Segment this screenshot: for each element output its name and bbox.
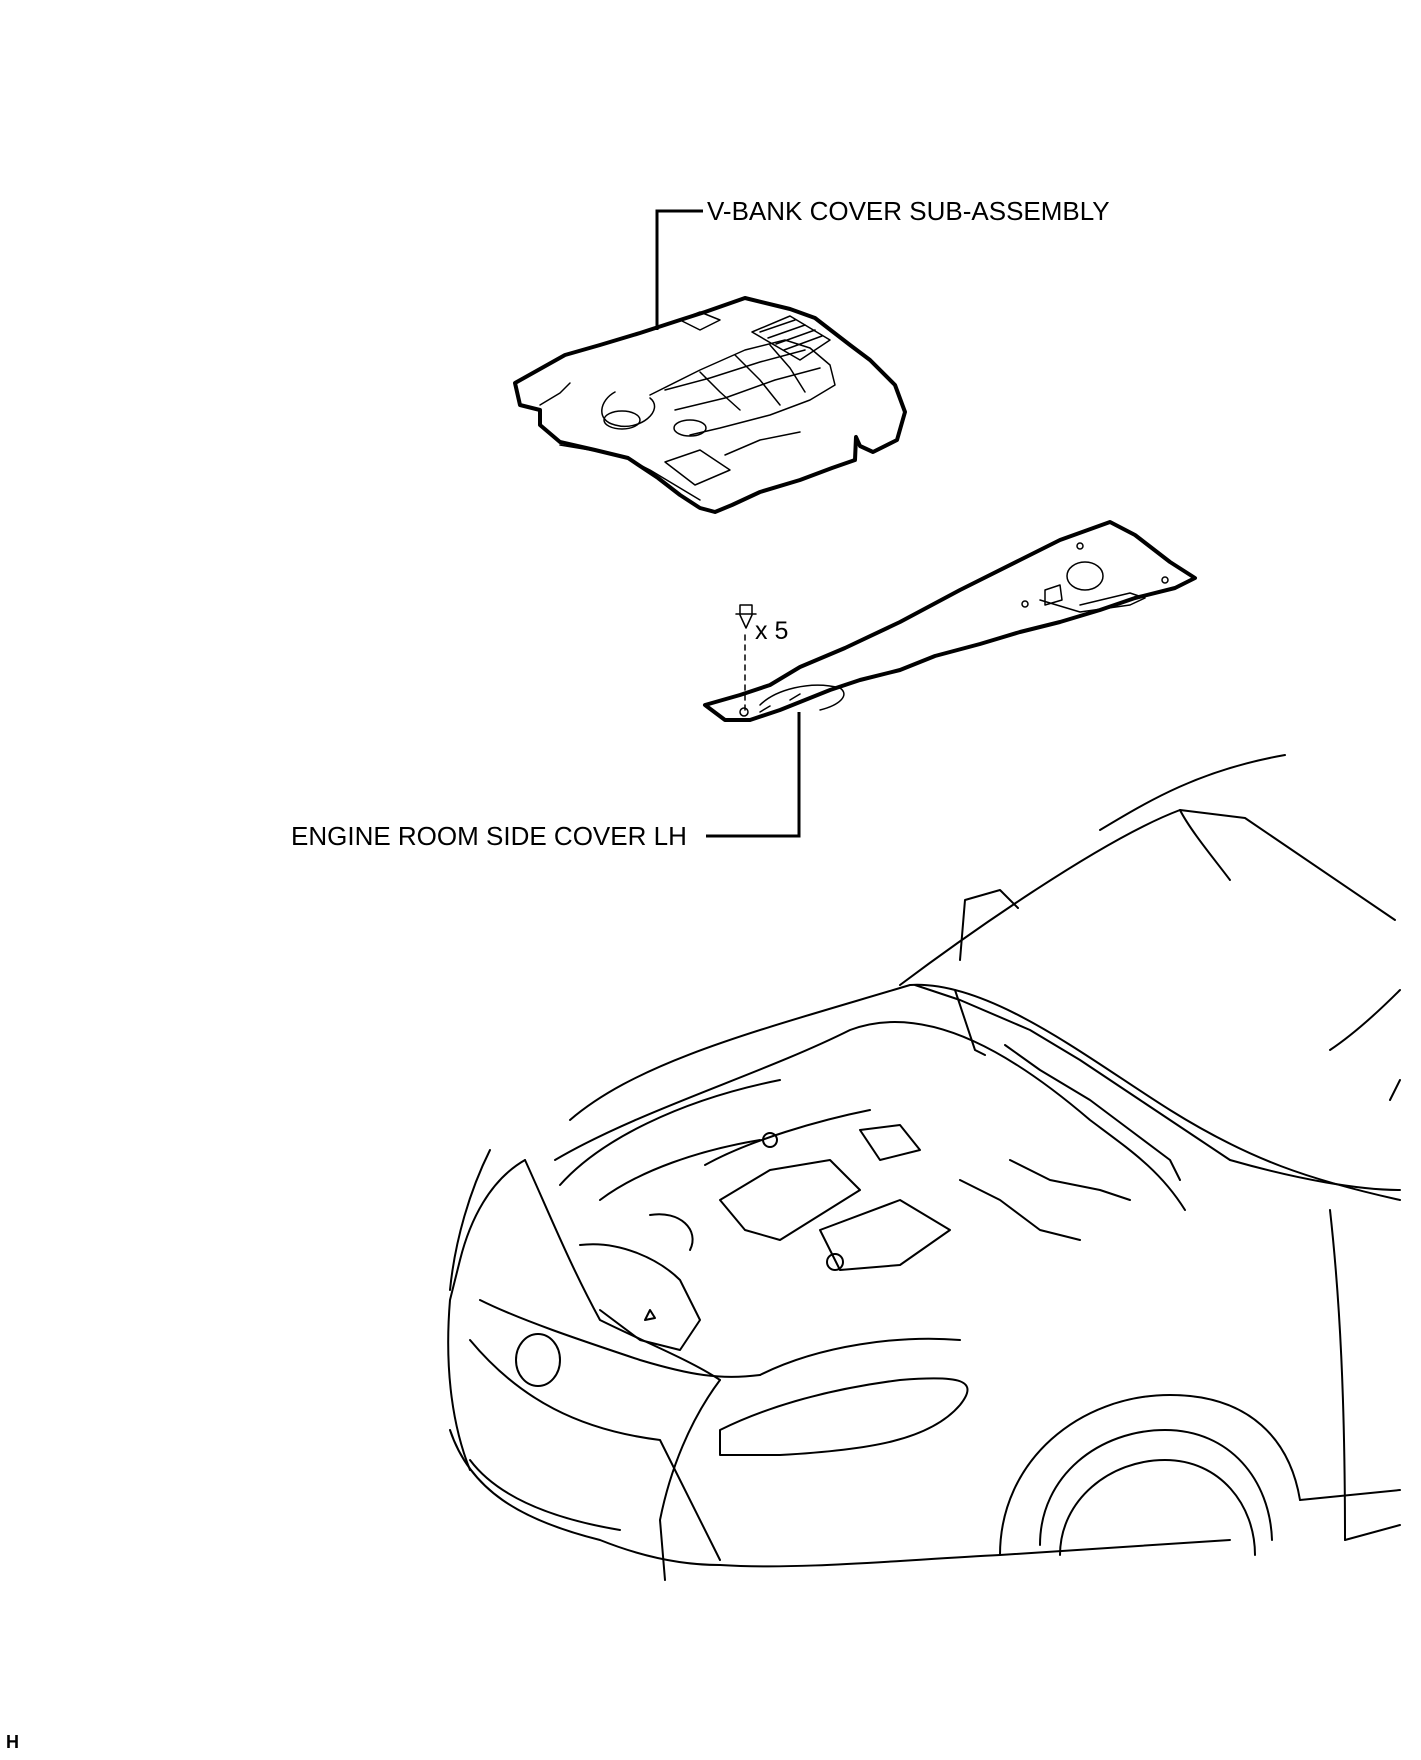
clip-quantity-label: x 5 <box>755 617 789 645</box>
side-cover-drawing <box>703 520 1197 722</box>
vbank-cover-label: V-BANK COVER SUB-ASSEMBLY <box>707 196 1110 226</box>
corner-mark: H <box>6 1732 19 1752</box>
side-cover-label: ENGINE ROOM SIDE COVER LH <box>291 821 687 851</box>
vbank-cover-drawing <box>513 296 907 514</box>
clip-drawing <box>735 604 757 711</box>
vbank-leader-line <box>655 209 703 330</box>
vehicle-drawing <box>447 754 1401 1581</box>
side-cover-leader-line <box>706 712 801 838</box>
